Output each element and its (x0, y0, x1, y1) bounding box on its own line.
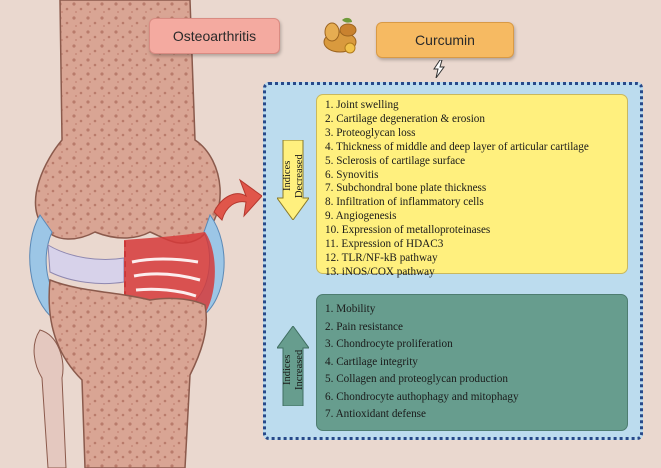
up-arrow-icon (277, 326, 309, 406)
list-item: 7. Subchondral bone plate thickness (325, 182, 487, 195)
curcumin-label: Curcumin (376, 22, 514, 58)
list-item: 9. Angiogenesis (325, 210, 397, 223)
list-item: 7. Antioxidant defense (325, 408, 426, 420)
down-arrow-icon (277, 140, 309, 220)
list-item: 1. Mobility (325, 303, 376, 315)
turmeric-icon (323, 17, 357, 54)
tibia-bone (48, 278, 208, 468)
list-item: 5. Sclerosis of cartilage surface (325, 154, 466, 167)
list-item: 8. Infiltration of inflammatory cells (325, 196, 484, 209)
list-item: 10. Expression of metalloproteinases (325, 224, 491, 237)
list-item: 12. TLR/NF-kB pathway (325, 251, 438, 264)
increased-indices-list: 1. Mobility 2. Pain resistance 3. Chondr… (316, 294, 628, 431)
list-item: 5. Collagen and proteoglycan production (325, 373, 508, 385)
pointer-arrow (213, 178, 262, 221)
list-item: 3. Proteoglycan loss (325, 126, 416, 139)
decreased-indices-list: 1. Joint swelling 2. Cartilage degenerat… (316, 94, 628, 278)
list-item: 1. Joint swelling (325, 99, 399, 111)
list-item: 6. Synovitis (325, 168, 379, 181)
list-item: 2. Cartilage degeneration & erosion (325, 112, 485, 125)
list-item: 3. Chondrocyte proliferation (325, 338, 453, 350)
osteoarthritis-label: Osteoarthritis (149, 18, 280, 54)
list-item: 4. Thickness of middle and deep layer of… (325, 140, 589, 153)
list-item: 4. Cartilage integrity (325, 355, 418, 368)
inflamed-synovium (124, 232, 215, 312)
healthy-cartilage (47, 244, 125, 285)
fibula-bone (33, 329, 67, 468)
list-item: 11. Expression of HDAC3 (325, 238, 444, 251)
knee-joint-illustration (29, 0, 262, 468)
femur-bone (34, 0, 221, 244)
lightning-icon (433, 60, 445, 78)
list-item: 2. Pain resistance (325, 320, 403, 333)
list-item: 6. Chondrocyte authophagy and mitophagy (325, 390, 519, 403)
list-item: 13. iNOS/COX pathway (325, 265, 435, 278)
